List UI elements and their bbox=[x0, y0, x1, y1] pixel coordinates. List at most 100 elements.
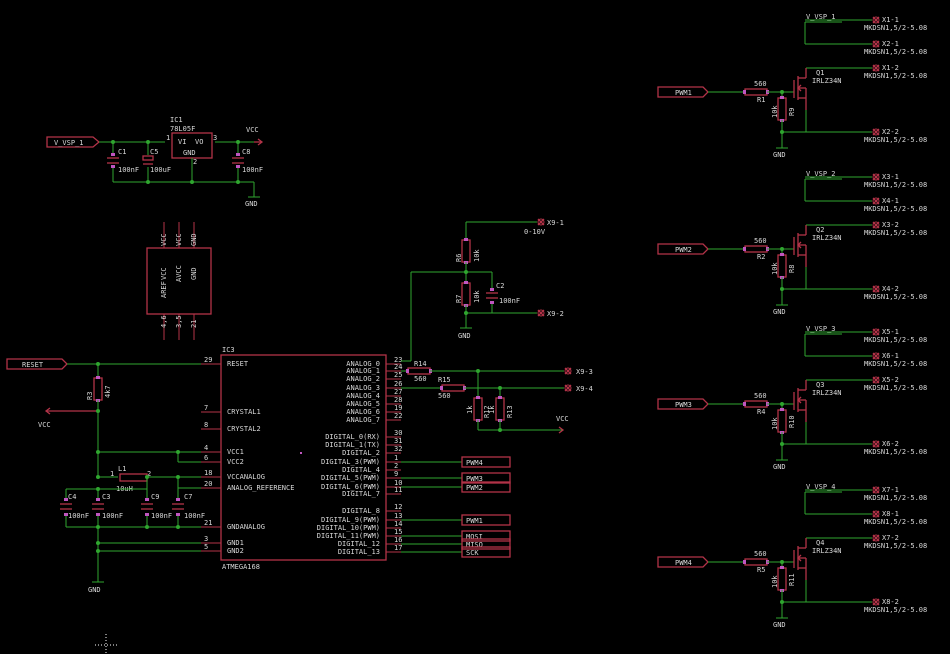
cap-c3-name: C3 bbox=[102, 493, 110, 501]
c5-name: C5 bbox=[150, 148, 158, 156]
connector-type: MKDSN1,5/2-5.08 bbox=[864, 229, 927, 237]
cap-c4-name: C4 bbox=[68, 493, 76, 501]
gate-resistor-value: 560 bbox=[754, 80, 767, 88]
terminal-X7-2: X7-2 bbox=[882, 534, 899, 542]
channel-vsp-label: V_VSP_3 bbox=[806, 325, 836, 333]
ic3-right-pin-num: 25 bbox=[394, 371, 402, 379]
channel-pwm-text: PWM4 bbox=[675, 559, 692, 567]
ic3-right-pin-label: DIGITAL_0(RX) bbox=[325, 433, 380, 441]
cap-c9-value: 100nF bbox=[151, 512, 172, 520]
ic3-left-pin-label: RESET bbox=[227, 360, 249, 368]
connector-type: MKDSN1,5/2-5.08 bbox=[864, 24, 927, 32]
l1-name: L1 bbox=[118, 465, 126, 473]
ic3-right-pin-num: 27 bbox=[394, 388, 402, 396]
ic3-left-pin-num: 8 bbox=[204, 421, 208, 429]
terminal-X7-1: X7-1 bbox=[882, 486, 899, 494]
l1-pin2: 2 bbox=[147, 470, 151, 478]
ic3-right-pin-label: ANALOG_1 bbox=[346, 367, 380, 375]
gate-resistor-value: 560 bbox=[754, 550, 767, 558]
x9-1: X9-1 bbox=[547, 219, 564, 227]
analog-input: R6 10k R7 10k GND C2 100nF X9-1 0-10V X9… bbox=[401, 218, 593, 434]
ic3-left-pin-label: GND1 bbox=[227, 539, 244, 547]
x9-2: X9-2 bbox=[547, 310, 564, 318]
mosfet-value: IRLZ34N bbox=[812, 234, 842, 242]
channel-gnd: GND bbox=[773, 151, 786, 159]
ic3-right-pin-label: DIGITAL_11(PWM) bbox=[317, 532, 380, 540]
cap-c3-value: 100nF bbox=[102, 512, 123, 520]
ic3-right-pin-label: DIGITAL_2 bbox=[342, 449, 380, 457]
net-label-reset bbox=[6, 358, 68, 370]
ic3-right-pin-num: 19 bbox=[394, 404, 402, 412]
digital-net-labels: PWM4 PWM3 PWM2 PWM1 MOSI MISO SCK bbox=[401, 456, 511, 558]
pb-col3-bot: 21 bbox=[190, 320, 198, 328]
pulldown-value: 10k bbox=[771, 575, 779, 588]
ic3-right-pin-label: ANALOG_6 bbox=[346, 408, 380, 416]
ic3-right-pin-label: DIGITAL_9(PWM) bbox=[321, 516, 380, 524]
ic3-right-pin-num: 16 bbox=[394, 536, 402, 544]
channel-pwm-text: PWM2 bbox=[675, 246, 692, 254]
r3-name: R3 bbox=[86, 392, 94, 400]
ic3-right-pin-num: 1 bbox=[394, 454, 398, 462]
ic1-name: IC1 bbox=[170, 116, 183, 124]
ic3-right-pin-num: 9 bbox=[394, 470, 398, 478]
ic3-right-pin-num: 14 bbox=[394, 520, 402, 528]
connector-type: MKDSN1,5/2-5.08 bbox=[864, 48, 927, 56]
net-pwm1: PWM1 bbox=[466, 517, 483, 525]
r7-name: R7 bbox=[455, 295, 463, 303]
terminal-X3-2: X3-2 bbox=[882, 221, 899, 229]
ic3-left-pin-num: 4 bbox=[204, 444, 208, 452]
channel-pwm-text: PWM3 bbox=[675, 401, 692, 409]
mosfet-Q3 bbox=[793, 380, 807, 422]
ic3-left-pin-num: 18 bbox=[204, 469, 212, 477]
net-mosi: MOSI bbox=[466, 533, 483, 541]
terminal-X6-1: X6-1 bbox=[882, 352, 899, 360]
ic1-value: 78L05F bbox=[170, 125, 195, 133]
connector-type: MKDSN1,5/2-5.08 bbox=[864, 360, 927, 368]
connector-type: MKDSN1,5/2-5.08 bbox=[864, 181, 927, 189]
ic3-value: ATMEGA168 bbox=[222, 563, 260, 571]
c1-name: C1 bbox=[118, 148, 126, 156]
analog-vcc: VCC bbox=[556, 415, 569, 423]
ic3-name: IC3 bbox=[222, 346, 235, 354]
gate-resistor-value: 560 bbox=[754, 392, 767, 400]
ic3-left-pin-num: 3 bbox=[204, 535, 208, 543]
channel-gnd: GND bbox=[773, 463, 786, 471]
cap-c7-value: 100nF bbox=[184, 512, 205, 520]
connector-type: MKDSN1,5/2-5.08 bbox=[864, 384, 927, 392]
r3-value: 4k7 bbox=[104, 385, 112, 398]
channel-gnd: GND bbox=[773, 308, 786, 316]
net-pwm4: PWM4 bbox=[466, 459, 483, 467]
ic1-pin2: 2 bbox=[193, 158, 197, 166]
r13-name: R13 bbox=[506, 405, 514, 418]
channel-vsp-label: V_VSP_1 bbox=[806, 13, 836, 21]
pb-col1-mid: VCC bbox=[160, 267, 168, 280]
ic3-left-pin-label: CRYSTAL2 bbox=[227, 425, 261, 433]
ic3-right-pin-label: DIGITAL_10(PWM) bbox=[317, 524, 380, 532]
ic3-right-pin-num: 12 bbox=[394, 503, 402, 511]
gate-resistor-name: R1 bbox=[757, 96, 765, 104]
terminal-X4-2: X4-2 bbox=[882, 285, 899, 293]
mosfet-name: Q4 bbox=[816, 539, 824, 547]
c8-value: 100nF bbox=[242, 166, 263, 174]
c5-value: 100uF bbox=[150, 166, 171, 174]
terminal-X6-2: X6-2 bbox=[882, 440, 899, 448]
pulldown-name: R11 bbox=[788, 573, 796, 586]
connector-type: MKDSN1,5/2-5.08 bbox=[864, 205, 927, 213]
ic3-left-pin-num: 29 bbox=[204, 356, 212, 364]
ic3-power-block: VCC VCC AREF 4,6 VCC AVCC 3,5 GND GND 21 bbox=[146, 222, 212, 340]
mosfet-Q1 bbox=[793, 68, 807, 110]
gate-resistor-name: R4 bbox=[757, 408, 765, 416]
connector-type: MKDSN1,5/2-5.08 bbox=[864, 336, 927, 344]
channel-gnd: GND bbox=[773, 621, 786, 629]
ic3-right-pin-label: ANALOG_0 bbox=[346, 360, 380, 368]
connector-type: MKDSN1,5/2-5.08 bbox=[864, 136, 927, 144]
mosfet-value: IRLZ34N bbox=[812, 77, 842, 85]
x9-4: X9-4 bbox=[576, 385, 593, 393]
pulldown-value: 10k bbox=[771, 105, 779, 118]
mosfet-name: Q2 bbox=[816, 226, 824, 234]
